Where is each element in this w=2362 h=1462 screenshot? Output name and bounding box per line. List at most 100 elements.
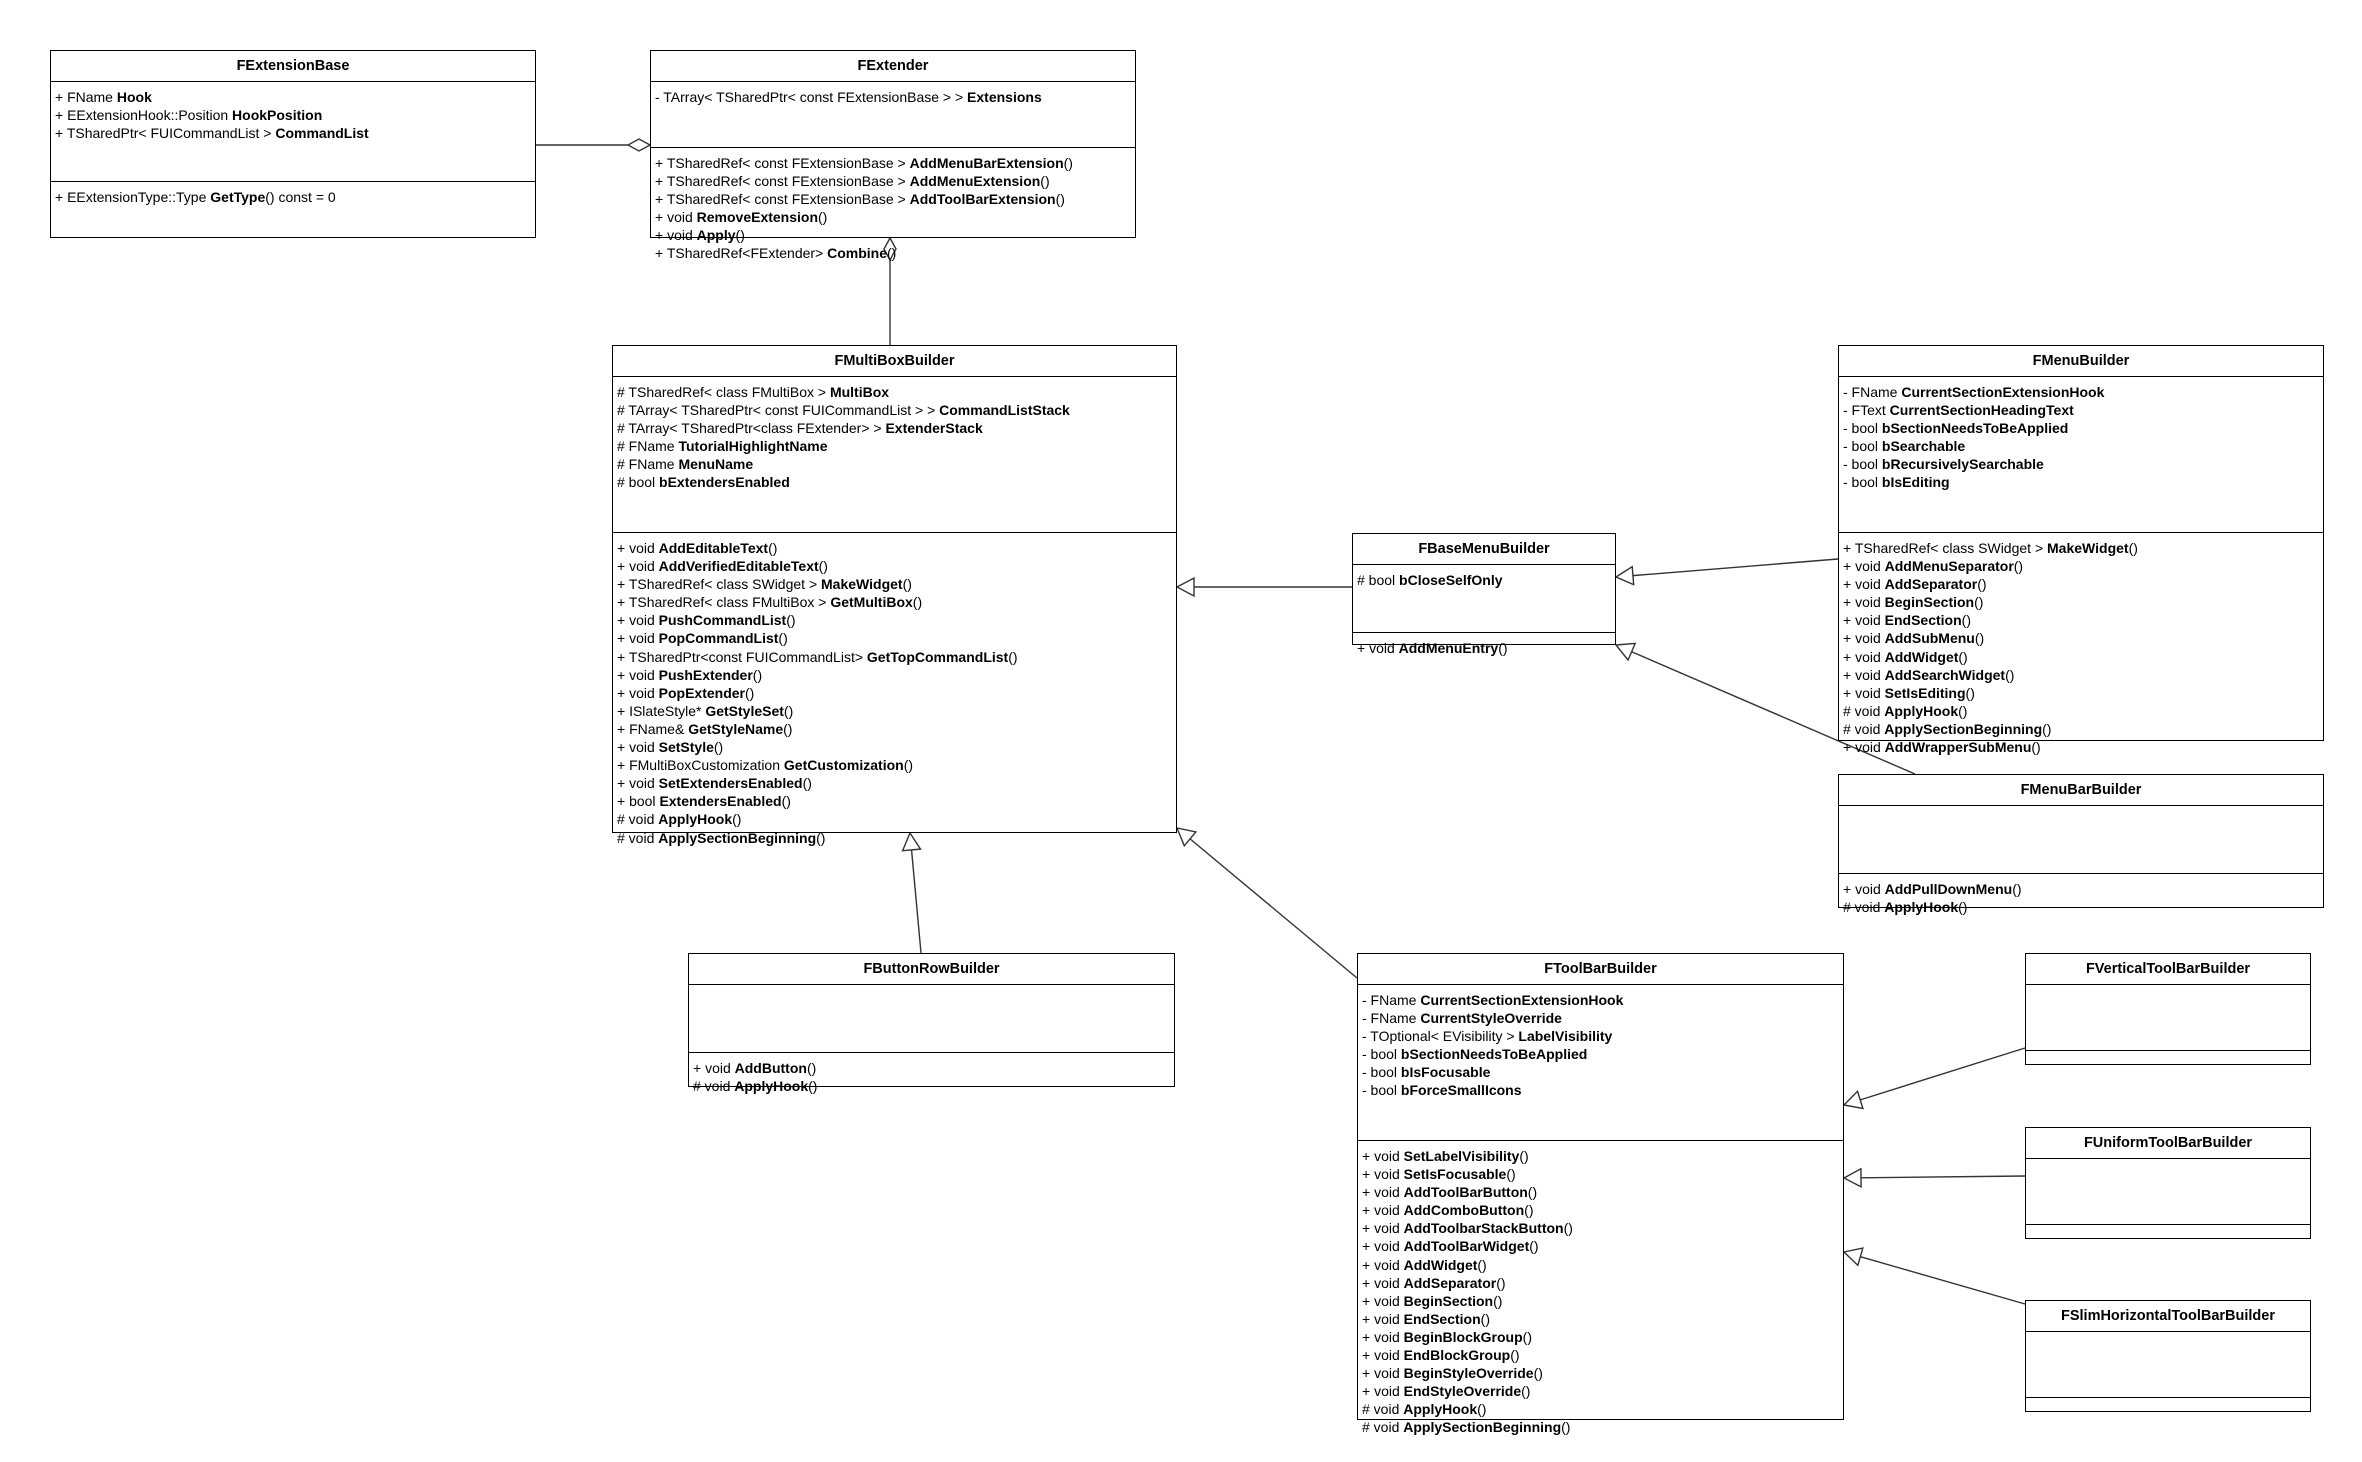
operation-name: AddSubMenu: [1884, 630, 1975, 647]
attribute-type: - FText: [1843, 402, 1890, 419]
operation-get-style-set: + ISlateStyle* GetStyleSet(): [617, 702, 1172, 720]
operation-name: ApplyHook: [1884, 899, 1959, 916]
attribute-name: Hook: [116, 89, 152, 105]
operation-get-multi-box: + TSharedRef< class FMultiBox > GetMulti…: [617, 593, 1172, 611]
attribute-name: bSectionNeedsToBeApplied: [1881, 420, 2069, 437]
operation-get-style-name: + FName& GetStyleName(): [617, 720, 1172, 738]
operation-name: GetStyleName: [688, 720, 784, 737]
attribute-b-force-small-icons: - bool bForceSmallIcons: [1362, 1081, 1839, 1099]
operation-suffix: (): [1477, 1256, 1487, 1273]
operation-set-is-editing: + void SetIsEditing(): [1843, 684, 2319, 702]
operation-suffix: (): [1521, 1383, 1531, 1400]
operation-suffix: (): [808, 1078, 818, 1095]
operation-type: + void: [1362, 1274, 1404, 1291]
operation-suffix: (): [2042, 720, 2052, 737]
operation-add-menu-bar-extension: + TSharedRef< const FExtensionBase > Add…: [655, 154, 1131, 172]
generalization-arrow-icon: [1842, 1247, 1864, 1267]
operation-suffix: (): [1493, 1292, 1503, 1309]
operation-type: + void: [1362, 1148, 1404, 1164]
aggregation-fextension-base-to-fextender: [536, 138, 652, 152]
attribute-type: - TOptional< EVisibility >: [1362, 1028, 1519, 1045]
class-fslim-horizontal-tool-bar-builder[interactable]: FSlimHorizontalToolBarBuilder: [2025, 1300, 2311, 1412]
operation-type: + void: [1843, 594, 1885, 611]
operation-type: + void: [1362, 1292, 1404, 1309]
operation-name: ApplyHook: [1884, 702, 1959, 719]
operation-name: AddComboButton: [1403, 1202, 1525, 1219]
aggregation-fmulti-box-builder-to-fextender: [883, 236, 897, 345]
attributes-compartment: - FName CurrentSectionExtensionHook- FTe…: [1839, 377, 2323, 533]
class-fextender[interactable]: FExtender- TArray< TSharedPtr< const FEx…: [650, 50, 1136, 261]
class-funiform-tool-bar-builder[interactable]: FUniformToolBarBuilder: [2025, 1127, 2311, 1239]
class-name: FMenuBuilder: [1839, 346, 2323, 377]
operation-suffix: (): [2013, 558, 2024, 575]
class-fextension-base[interactable]: FExtensionBase+ FName Hook+ EExtensionHo…: [50, 50, 536, 238]
operation-type: + TSharedPtr<const FUICommandList>: [617, 648, 867, 665]
attribute-type: # bool: [617, 474, 660, 491]
class-fmenu-bar-builder[interactable]: FMenuBarBuilder+ void AddPullDownMenu()#…: [1838, 774, 2324, 915]
operation-name: AddToolBarExtension: [909, 191, 1056, 208]
attribute-type: + FName: [55, 89, 117, 105]
class-name: FExtensionBase: [51, 51, 535, 82]
operation-type: + void: [1362, 1238, 1404, 1255]
operation-name: AddToolBarButton: [1403, 1184, 1528, 1201]
attribute-name: Extensions: [967, 89, 1042, 105]
attribute-b-recursively-searchable: - bool bRecursivelySearchable: [1843, 455, 2319, 473]
operation-pop-command-list: + void PopCommandList(): [617, 629, 1172, 647]
operations-compartment: + void AddMenuEntry(): [1353, 633, 1615, 663]
operation-suffix: (): [713, 739, 724, 756]
attribute-type: # bool: [1357, 572, 1400, 588]
generalization-arrow-icon: [1842, 1089, 1864, 1110]
class-fvertical-tool-bar-builder[interactable]: FVerticalToolBarBuilder: [2025, 953, 2311, 1065]
operations-compartment: + void SetLabelVisibility()+ void SetIsF…: [1358, 1141, 1843, 1443]
operation-add-editable-text: + void AddEditableText(): [617, 539, 1172, 557]
operation-type: + void: [617, 558, 659, 575]
attribute-b-is-focusable: - bool bIsFocusable: [1362, 1063, 1839, 1081]
operation-end-block-group: + void EndBlockGroup(): [1362, 1346, 1839, 1364]
operation-suffix: (): [818, 558, 828, 575]
operation-suffix: (): [1958, 899, 1968, 916]
attribute-name: MultiBox: [829, 384, 890, 400]
attribute-name: bCloseSelfOnly: [1399, 572, 1503, 588]
operation-suffix: (): [1533, 1365, 1543, 1382]
generalization-ftool-bar-builder-to-fmulti-box-builder: [1175, 827, 1358, 979]
operation-suffix: (): [786, 612, 796, 629]
attribute-name: bSearchable: [1881, 438, 1966, 455]
attribute-name: bRecursivelySearchable: [1881, 456, 2044, 473]
class-fbutton-row-builder[interactable]: FButtonRowBuilder+ void AddButton()# voi…: [688, 953, 1175, 1094]
operation-type: + TSharedRef< class SWidget >: [617, 576, 822, 593]
operation-type: + void: [1362, 1184, 1404, 1201]
operation-get-customization: + FMultiBoxCustomization GetCustomizatio…: [617, 756, 1172, 774]
class-fbase-menu-builder[interactable]: FBaseMenuBuilder# bool bCloseSelfOnly+ v…: [1352, 533, 1616, 656]
class-fmenu-builder[interactable]: FMenuBuilder- FName CurrentSectionExtens…: [1838, 345, 2324, 755]
class-ftool-bar-builder[interactable]: FToolBarBuilder- FName CurrentSectionExt…: [1357, 953, 1844, 1435]
class-fmulti-box-builder[interactable]: FMultiBoxBuilder# TSharedRef< class FMul…: [612, 345, 1177, 846]
operation-type: + void: [617, 775, 659, 792]
generalization-arrow-icon: [1614, 565, 1635, 586]
operation-name: ApplySectionBeginning: [1884, 720, 2043, 737]
operation-type: # void: [617, 811, 659, 828]
operation-suffix: (): [745, 684, 755, 701]
operation-name: GetType: [210, 189, 266, 205]
operation-type: + void: [1362, 1310, 1404, 1327]
operation-suffix: (): [781, 793, 791, 810]
operation-name: SetStyle: [658, 739, 714, 756]
generalization-fvertical-tool-bar-builder-to-ftool-bar-builder: [1842, 1047, 2026, 1110]
operation-remove-extension: + void RemoveExtension(): [655, 208, 1131, 226]
operation-suffix: (): [806, 1060, 817, 1076]
operation-add-search-widget: + void AddSearchWidget(): [1843, 666, 2319, 684]
operation-suffix: (): [2005, 666, 2015, 683]
attribute-type: # TArray< TSharedPtr<class FExtender> >: [617, 420, 886, 437]
operation-suffix: (): [802, 775, 812, 792]
operation-type: + void: [655, 209, 697, 226]
operations-compartment: + TSharedRef< class SWidget > MakeWidget…: [1839, 533, 2323, 762]
attributes-compartment: [2026, 985, 2310, 1051]
attribute-name: CurrentSectionExtensionHook: [1901, 384, 2105, 400]
operation-name: AddSeparator: [1884, 576, 1978, 593]
attributes-compartment: - FName CurrentSectionExtensionHook- FNa…: [1358, 985, 1843, 1141]
attribute-extender-stack: # TArray< TSharedPtr<class FExtender> > …: [617, 419, 1172, 437]
attribute-menu-name: # FName MenuName: [617, 455, 1172, 473]
attributes-compartment: # bool bCloseSelfOnly: [1353, 565, 1615, 633]
operation-push-extender: + void PushExtender(): [617, 666, 1172, 684]
operation-name: AddWidget: [1884, 648, 1959, 665]
operation-add-tool-bar-widget: + void AddToolBarWidget(): [1362, 1237, 1839, 1255]
